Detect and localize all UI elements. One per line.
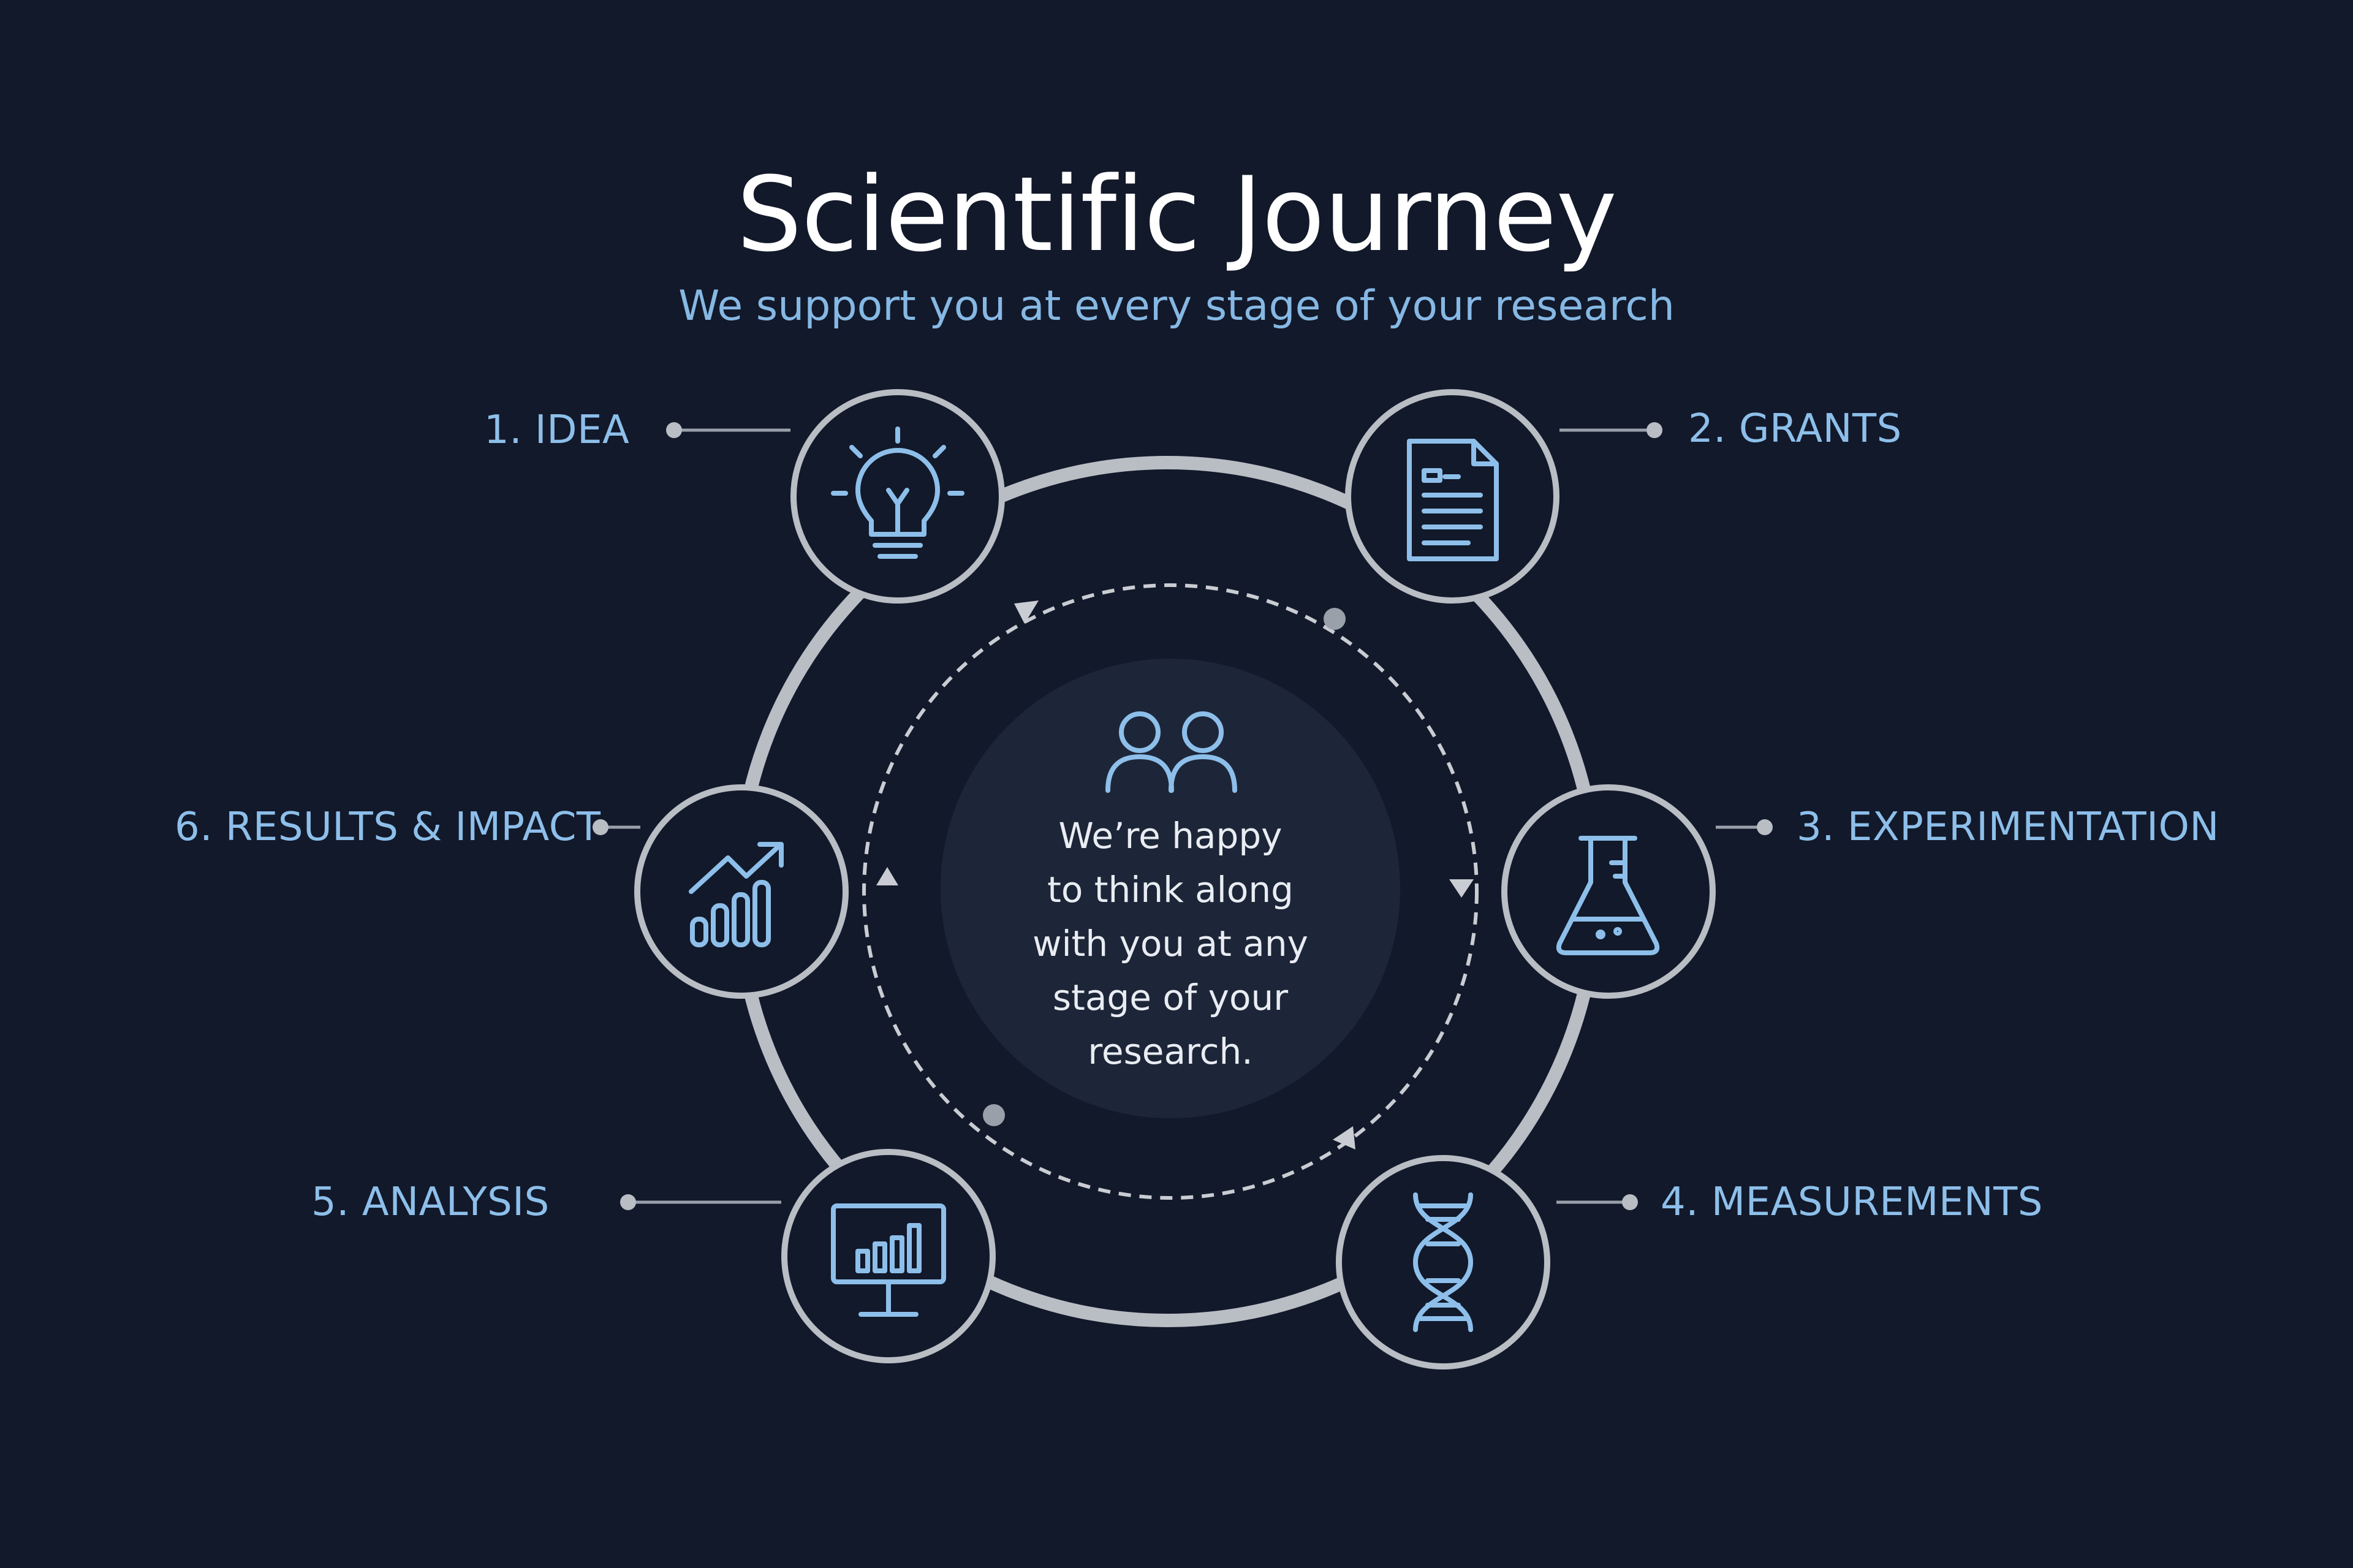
connector-measurements <box>1556 1194 1638 1210</box>
stage-label-results-impact: 6. RESULTS & IMPACT <box>175 805 601 850</box>
dashed-cycle-ring <box>862 583 1479 1200</box>
connector-grants <box>1559 422 1662 438</box>
monitor-chart-icon <box>831 1203 946 1317</box>
center-message-line: with you at any <box>1033 923 1308 964</box>
document-icon <box>1407 439 1499 561</box>
stage-label-idea: 1. IDEA <box>484 407 630 453</box>
center-message-line: We’re happy <box>1058 815 1283 857</box>
center-disc <box>941 659 1400 1118</box>
stage-label-measurements: 4. MEASUREMENTS <box>1661 1180 2043 1225</box>
stage-label-analysis: 5. ANALYSIS <box>311 1180 550 1225</box>
node-analysis <box>781 1149 996 1363</box>
dna-icon <box>1412 1192 1474 1332</box>
center-message-line: research. <box>1088 1031 1253 1072</box>
center-message: We’re happy to think along with you at a… <box>987 809 1354 1078</box>
people-icon <box>1105 711 1237 793</box>
stage-label-grants: 2. GRANTS <box>1688 406 1902 452</box>
cycle-arrow-icon <box>876 600 1474 1149</box>
node-measurements <box>1336 1155 1550 1369</box>
node-grants <box>1345 389 1559 604</box>
stage-label-experimentation: 3. EXPERIMENTATION <box>1797 805 2219 850</box>
growth-chart-icon <box>689 842 784 947</box>
connector-results <box>593 819 640 835</box>
center-message-line: stage of your <box>1052 977 1289 1018</box>
connector-idea <box>666 422 790 438</box>
flask-icon <box>1556 836 1660 955</box>
node-idea <box>790 389 1005 604</box>
node-results-impact <box>634 784 849 999</box>
page-subtitle: We support you at every stage of your re… <box>678 282 1675 330</box>
node-experimentation <box>1501 784 1716 999</box>
page-title: Scientific Journey <box>737 154 1617 275</box>
center-message-line: to think along <box>1047 869 1294 911</box>
connector-experimentation <box>1716 819 1773 835</box>
cycle-dot <box>983 1104 1005 1126</box>
connector-analysis <box>620 1194 781 1210</box>
lightbulb-icon <box>831 426 964 559</box>
cycle-dot <box>1324 608 1346 630</box>
